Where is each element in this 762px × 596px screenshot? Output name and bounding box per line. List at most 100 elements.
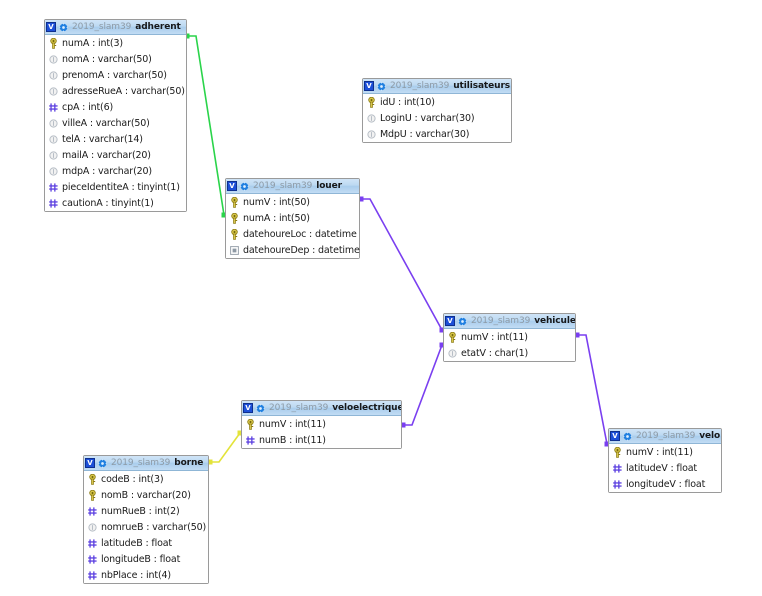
field-row[interactable]: pieceIdentiteA : tinyint(1) — [45, 179, 186, 195]
field-label: mdpA : varchar(20) — [62, 165, 152, 177]
relation-adherent-louer[interactable] — [184, 33, 227, 218]
field-row[interactable]: latitudeB : float — [84, 535, 208, 551]
field-row[interactable]: cpA : int(6) — [45, 99, 186, 115]
field-row[interactable]: nbPlace : int(4) — [84, 567, 208, 583]
circle-icon — [48, 117, 59, 129]
table-schema-label: 2019_slam39 — [390, 81, 450, 91]
field-row[interactable]: numV : int(50) — [226, 194, 359, 210]
field-row[interactable]: etatV : char(1) — [444, 345, 575, 361]
collapse-toggle-icon[interactable]: V — [610, 431, 620, 441]
field-row[interactable]: mdpA : varchar(20) — [45, 163, 186, 179]
field-row[interactable]: datehoureLoc : datetime — [226, 226, 359, 242]
key-icon — [87, 473, 98, 485]
relation-vehicule-velo[interactable] — [574, 332, 610, 447]
relation-borne-veloelectrique[interactable] — [207, 430, 243, 465]
gear-icon[interactable] — [377, 81, 386, 91]
field-row[interactable]: longitudeB : float — [84, 551, 208, 567]
collapse-toggle-icon[interactable]: V — [445, 316, 455, 326]
field-row[interactable]: numB : int(11) — [242, 432, 401, 448]
collapse-toggle-icon[interactable]: V — [46, 22, 56, 32]
table-name-label: adherent — [135, 22, 181, 32]
table-name-label: velo — [699, 431, 721, 441]
field-row[interactable]: datehoureDep : datetime — [226, 242, 360, 258]
circle-icon — [48, 165, 59, 177]
field-label: nomB : varchar(20) — [101, 489, 191, 501]
field-row[interactable]: LoginU : varchar(30) — [363, 110, 511, 126]
field-row[interactable]: numV : int(11) — [609, 444, 721, 460]
relation-line — [403, 344, 443, 426]
gear-icon[interactable] — [59, 22, 68, 32]
field-label: codeB : int(3) — [101, 473, 164, 485]
circle-icon — [447, 347, 458, 359]
hash-icon — [87, 537, 98, 549]
collapse-toggle-icon[interactable]: V — [243, 403, 253, 413]
relation-veloelectrique-vehicule[interactable] — [400, 342, 445, 428]
gear-icon[interactable] — [240, 181, 249, 191]
collapse-toggle-icon[interactable]: V — [227, 181, 237, 191]
field-label: numA : int(50) — [243, 212, 310, 224]
key-icon — [245, 418, 256, 430]
hash-icon — [87, 505, 98, 517]
table-name-label: utilisateurs — [453, 81, 511, 91]
circle-icon — [48, 149, 59, 161]
gear-icon[interactable] — [98, 458, 107, 468]
gear-icon[interactable] — [256, 403, 265, 413]
gear-icon[interactable] — [623, 431, 632, 441]
field-row[interactable]: numA : int(3) — [45, 35, 186, 51]
field-label: longitudeB : float — [101, 553, 181, 565]
field-row[interactable]: prenomA : varchar(50) — [45, 67, 186, 83]
field-row[interactable]: telA : varchar(14) — [45, 131, 186, 147]
field-label: datehoureLoc : datetime — [243, 228, 357, 240]
hash-icon — [48, 197, 59, 209]
field-row[interactable]: villeA : varchar(50) — [45, 115, 186, 131]
field-label: nomrueB : varchar(50) — [101, 521, 207, 533]
field-row[interactable]: numA : int(50) — [226, 210, 359, 226]
field-row[interactable]: cautionA : tinyint(1) — [45, 195, 186, 211]
key-icon — [612, 446, 623, 458]
field-row[interactable]: numRueB : int(2) — [84, 503, 208, 519]
table-schema-label: 2019_slam39 — [471, 316, 531, 326]
field-row[interactable]: codeB : int(3) — [84, 471, 208, 487]
circle-icon — [48, 85, 59, 97]
field-label: MdpU : varchar(30) — [380, 128, 470, 140]
field-row[interactable]: MdpU : varchar(30) — [363, 126, 511, 142]
field-row[interactable]: nomrueB : varchar(50) — [84, 519, 208, 535]
field-row[interactable]: mailA : varchar(20) — [45, 147, 186, 163]
field-row[interactable]: nomA : varchar(50) — [45, 51, 186, 67]
field-row[interactable]: idU : int(10) — [363, 94, 511, 110]
hash-icon — [612, 462, 623, 474]
collapse-toggle-icon[interactable]: V — [364, 81, 374, 91]
relation-louer-vehicule[interactable] — [358, 196, 445, 333]
field-row[interactable]: latitudeV : float — [609, 460, 721, 476]
collapse-toggle-icon[interactable]: V — [85, 458, 95, 468]
field-label: datehoureDep : datetime — [243, 244, 360, 256]
field-row[interactable]: nomB : varchar(20) — [84, 487, 208, 503]
field-label: villeA : varchar(50) — [62, 117, 150, 129]
field-row[interactable]: numV : int(11) — [242, 416, 401, 432]
relation-line — [187, 35, 225, 216]
key-icon — [48, 37, 59, 49]
gear-icon[interactable] — [458, 316, 467, 326]
key-icon — [229, 228, 240, 240]
field-row[interactable]: adresseRueA : varchar(50) — [45, 83, 186, 99]
table-name-label: veloelectrique — [332, 403, 401, 413]
field-label: etatV : char(1) — [461, 347, 529, 359]
field-row[interactable]: numV : int(11) — [444, 329, 575, 345]
field-row[interactable]: longitudeV : float — [609, 476, 721, 492]
field-label: idU : int(10) — [380, 96, 435, 108]
